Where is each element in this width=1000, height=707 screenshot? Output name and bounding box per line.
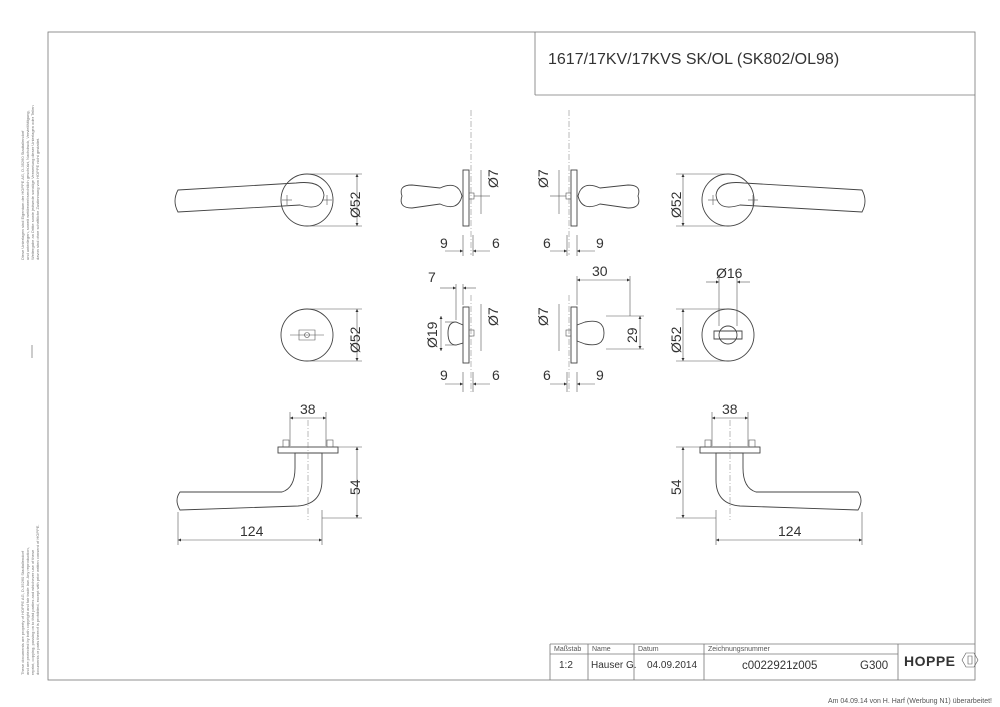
dim-diameter-52-row1-left: Ø52 <box>310 173 363 227</box>
svg-text:und unterliegen, soweit wettbe: und unterliegen, soweit wettbewerbsrecht… <box>25 110 30 260</box>
revision-note: Am 04.09.14 von H. Harf (Werbung N1) übe… <box>827 698 992 705</box>
svg-text:29: 29 <box>624 327 640 343</box>
drawing-number-label: Zeichnungsnummer <box>708 646 771 653</box>
svg-text:6: 6 <box>543 367 551 383</box>
drawing-title: 1617/17KV/17KVS SK/OL (SK802/OL98) <box>548 51 839 68</box>
svg-text:Ø7: Ø7 <box>485 307 501 326</box>
svg-text:30: 30 <box>592 263 608 279</box>
svg-text:reprint, copying, passing on t: reprint, copying, passing on to third pa… <box>30 549 35 675</box>
rosette-front-left <box>280 308 334 362</box>
side-note-german: Diese Unterlagen sind Eigentum der HOPPE… <box>20 105 40 260</box>
hoppe-logo-icon <box>961 652 979 668</box>
svg-text:and are protected by both copy: and are protected by both copyright and … <box>25 547 30 675</box>
name-value: Hauser G. <box>591 660 637 671</box>
lever-side-left <box>400 110 490 255</box>
svg-text:124: 124 <box>778 523 802 539</box>
svg-text:9: 9 <box>440 367 448 383</box>
series-code: G300 <box>860 660 888 672</box>
svg-text:54: 54 <box>668 479 684 495</box>
drawing-number-value: c0022921z005 <box>742 660 817 672</box>
svg-text:Diese Unterlagen sind Eigentum: Diese Unterlagen sind Eigentum der HOPPE… <box>20 130 25 260</box>
svg-text:7: 7 <box>428 269 436 285</box>
svg-text:38: 38 <box>722 401 738 417</box>
svg-text:Ø7: Ø7 <box>535 307 551 326</box>
lever-front-right <box>701 173 866 227</box>
svg-text:Ø16: Ø16 <box>716 265 743 281</box>
turn-front-right <box>701 308 755 362</box>
svg-text:Ø7: Ø7 <box>485 169 501 188</box>
date-label: Datum <box>638 646 659 653</box>
svg-text:davon sind ohne schriftliche Z: davon sind ohne schriftliche Zustimmung … <box>35 138 40 260</box>
svg-text:6: 6 <box>492 367 500 383</box>
date-value: 04.09.2014 <box>647 660 697 671</box>
svg-text:Ø52: Ø52 <box>668 191 684 218</box>
side-note-english: These documents are property of HOPPE AG… <box>20 524 40 675</box>
knob-side-left <box>447 295 475 392</box>
svg-text:6: 6 <box>492 235 500 251</box>
dim-pin-row1-left: Ø7 9 6 <box>440 169 501 256</box>
svg-text:Weitergabe an Dritte sowie jed: Weitergabe an Dritte sowie jedwede sonst… <box>30 105 35 260</box>
svg-text:38: 38 <box>300 401 316 417</box>
lever-side-right <box>550 110 640 255</box>
dim-diameter-52-row1-right: Ø52 <box>668 173 725 227</box>
dim-knob-row2-left: Ø19 7 Ø7 9 6 <box>424 269 501 392</box>
svg-text:124: 124 <box>240 523 264 539</box>
lever-top-right <box>699 420 862 520</box>
title-block: Maßstab 1:2 Name Hauser G. Datum 04.09.2… <box>549 643 979 680</box>
svg-text:Ø52: Ø52 <box>668 326 684 353</box>
drawing-frame <box>47 31 976 681</box>
dim-turn-diameter: Ø16 <box>706 265 750 326</box>
dim-row3-right: 38 54 124 <box>668 401 863 545</box>
dim-diameter-52-row2-right: Ø52 <box>668 308 725 362</box>
svg-text:Ø7: Ø7 <box>535 169 551 188</box>
svg-text:6: 6 <box>543 235 551 251</box>
dim-pin-row1-right: Ø7 6 9 <box>535 169 604 256</box>
lever-top-left <box>176 420 339 520</box>
svg-text:9: 9 <box>596 367 604 383</box>
dim-turn-row2-right: 30 29 Ø7 6 9 <box>535 263 644 392</box>
scale-value: 1:2 <box>559 660 573 671</box>
svg-text:9: 9 <box>596 235 604 251</box>
svg-text:54: 54 <box>347 479 363 495</box>
dim-row3-left: 38 54 124 <box>177 401 363 545</box>
turn-side-right <box>565 295 605 392</box>
dim-diameter-52-row2-left: Ø52 <box>310 308 363 362</box>
lever-front-left <box>174 173 334 227</box>
name-label: Name <box>592 646 611 653</box>
svg-text:Ø52: Ø52 <box>347 191 363 218</box>
scale-label: Maßstab <box>554 646 581 653</box>
brand-logo: HOPPE <box>904 653 956 669</box>
svg-text:Ø19: Ø19 <box>424 321 440 348</box>
svg-text:Ø52: Ø52 <box>347 326 363 353</box>
svg-text:These documents are property o: These documents are property of HOPPE AG… <box>20 550 25 675</box>
svg-text:9: 9 <box>440 235 448 251</box>
svg-text:documents or parts thereof is: documents or parts thereof is prohibited… <box>35 524 40 675</box>
